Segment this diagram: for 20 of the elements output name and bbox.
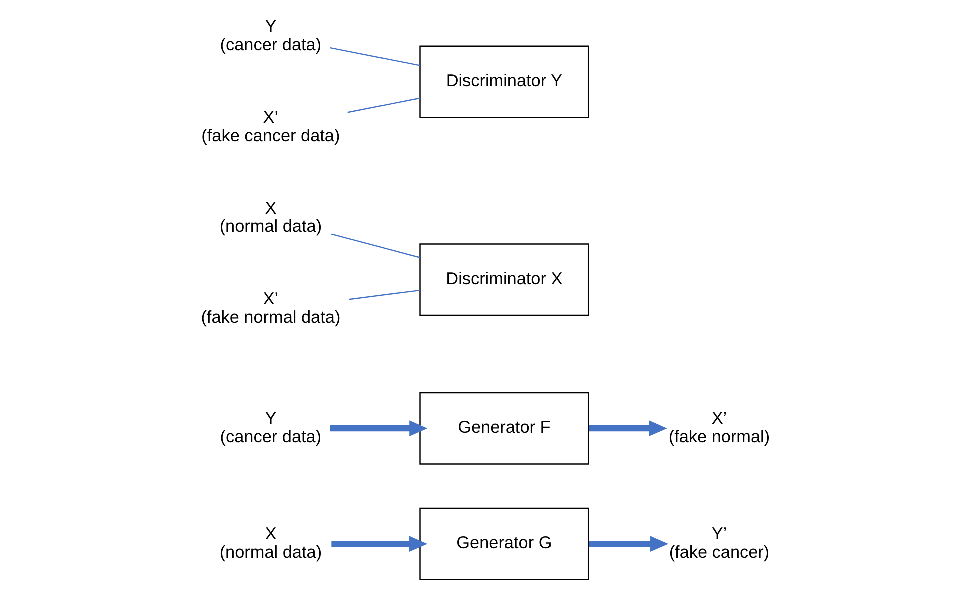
arrow — [589, 536, 669, 552]
node-text: X’ (fake normal data) — [201, 288, 341, 328]
node-text: X (normal data) — [220, 198, 322, 236]
arrow — [589, 420, 668, 437]
node-text: Y’ (fake cancer) — [669, 523, 770, 562]
node-text: X’ (fake normal) — [668, 408, 770, 446]
connector — [348, 98, 420, 114]
node-box: Discriminator Y — [420, 46, 590, 118]
node-box: Discriminator X — [420, 244, 590, 316]
node-box: Generator G — [420, 508, 590, 580]
arrow — [330, 420, 428, 437]
connector — [349, 290, 420, 300]
node-text: X (normal data) — [220, 523, 322, 562]
connector — [330, 47, 420, 66]
node-text: Y (cancer data) — [220, 16, 322, 54]
connector — [332, 234, 420, 258]
node-box: Generator F — [420, 392, 590, 465]
node-text: Y (cancer data) — [220, 408, 322, 446]
node-text: X’ (fake cancer data) — [202, 106, 340, 146]
arrow — [332, 536, 428, 552]
